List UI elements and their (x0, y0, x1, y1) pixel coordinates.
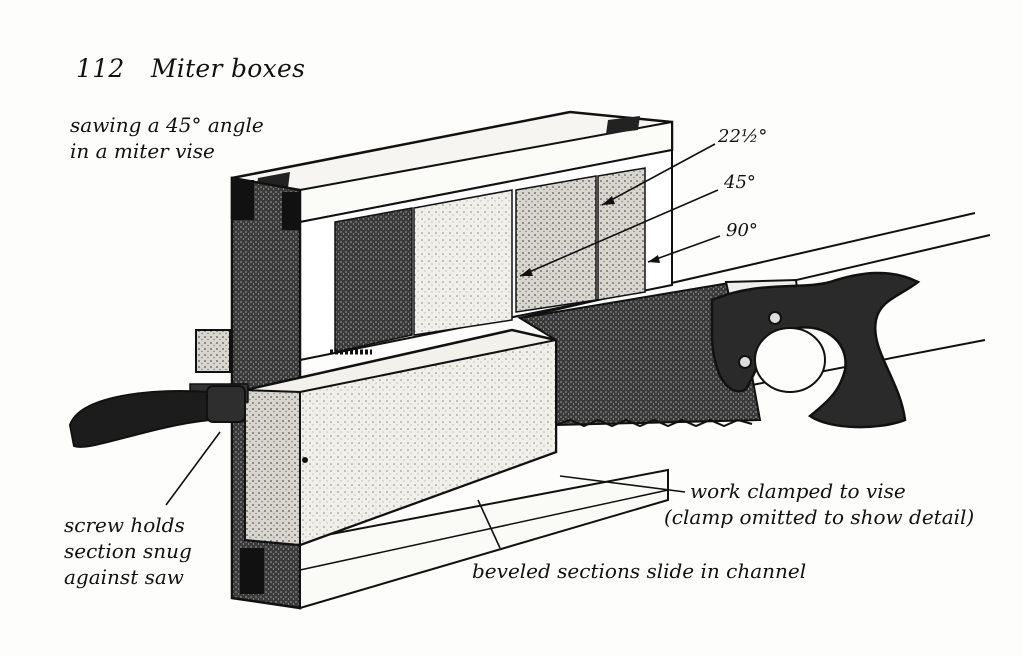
beveled-sections-label: beveled sections slide in channel (472, 559, 807, 583)
angle-label-45: 45° (724, 172, 756, 193)
screw-label-line-2: section snug (64, 539, 192, 563)
angle-label-90: 90° (726, 220, 758, 241)
vise-bottom-channel (299, 468, 669, 610)
page-number: 112 (76, 54, 125, 83)
caption-line-1: sawing a 45° angle (70, 113, 264, 137)
leader-arrowheads (520, 196, 660, 276)
page-header: 112 Miter boxes (76, 54, 305, 83)
angle-label-22: 22½° (718, 126, 768, 147)
screw-label-line-1: screw holds (64, 513, 185, 537)
caption-line-2: in a miter vise (70, 139, 215, 163)
figure-caption: sawing a 45° angle in a miter vise (70, 112, 264, 164)
work-block (243, 328, 558, 547)
work-label-line-1: work clamped to vise (690, 479, 906, 503)
vise-screw-handle (68, 329, 372, 448)
screw-label: screw holds section snug against saw (64, 512, 192, 590)
page-title: Miter boxes (150, 54, 306, 83)
saw-handle (710, 271, 921, 429)
leader-lines (165, 143, 721, 549)
vise-back-panel (299, 148, 673, 362)
saw-blade (517, 280, 762, 428)
work-label-line-2: (clamp omitted to show detail) (664, 505, 975, 529)
work-clamped-label: work clamped to vise (clamp omitted to s… (664, 478, 974, 530)
screw-label-line-3: against saw (64, 565, 184, 589)
